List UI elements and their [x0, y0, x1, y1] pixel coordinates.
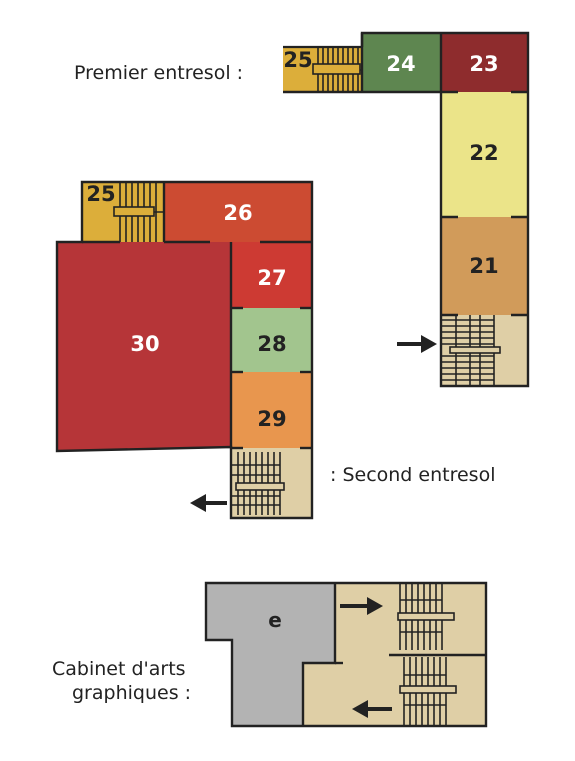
room-28[interactable]: 28	[231, 308, 312, 372]
room-25-second[interactable]: 25	[82, 182, 164, 242]
room-21[interactable]: 21	[441, 217, 528, 315]
room-29[interactable]: 29	[231, 372, 312, 448]
stairs-first-mezzanine[interactable]	[441, 315, 528, 386]
label-graphic-arts-line2: graphiques :	[72, 682, 191, 704]
room-25-top-label: 25	[283, 48, 312, 72]
room-23-label: 23	[469, 52, 498, 76]
room-24[interactable]: 24	[362, 33, 441, 92]
arrow-right-icon	[340, 597, 383, 615]
arrow-left-icon	[352, 700, 392, 718]
room-e-label: e	[268, 608, 282, 632]
room-23[interactable]: 23	[441, 33, 528, 92]
stairs-second-mezzanine[interactable]	[231, 448, 312, 518]
label-second-mezzanine: : Second entresol	[330, 464, 495, 486]
room-28-label: 28	[257, 332, 286, 356]
room-29-label: 29	[257, 407, 286, 431]
arrow-right-icon	[397, 335, 437, 353]
label-graphic-arts-line1: Cabinet d'arts	[52, 658, 186, 680]
graphic-arts-outline	[204, 581, 488, 728]
first-mezzanine-outline	[283, 31, 530, 388]
arrow-left-icon	[190, 494, 227, 512]
room-26[interactable]: 26	[164, 182, 312, 242]
room-22-label: 22	[469, 141, 498, 165]
second-mezzanine-outline	[55, 180, 314, 520]
room-22[interactable]: 22	[441, 92, 528, 217]
room-24-label: 24	[386, 52, 415, 76]
room-25-top[interactable]: 25	[283, 45, 362, 92]
room-30[interactable]: 30	[57, 242, 231, 451]
room-30-label: 30	[130, 332, 159, 356]
room-27[interactable]: 27	[231, 242, 312, 308]
room-21-label: 21	[469, 254, 498, 278]
room-26-label: 26	[223, 201, 252, 225]
room-27-label: 27	[257, 266, 286, 290]
room-25-second-label: 25	[86, 182, 115, 206]
label-first-mezzanine: Premier entresol :	[74, 62, 243, 84]
